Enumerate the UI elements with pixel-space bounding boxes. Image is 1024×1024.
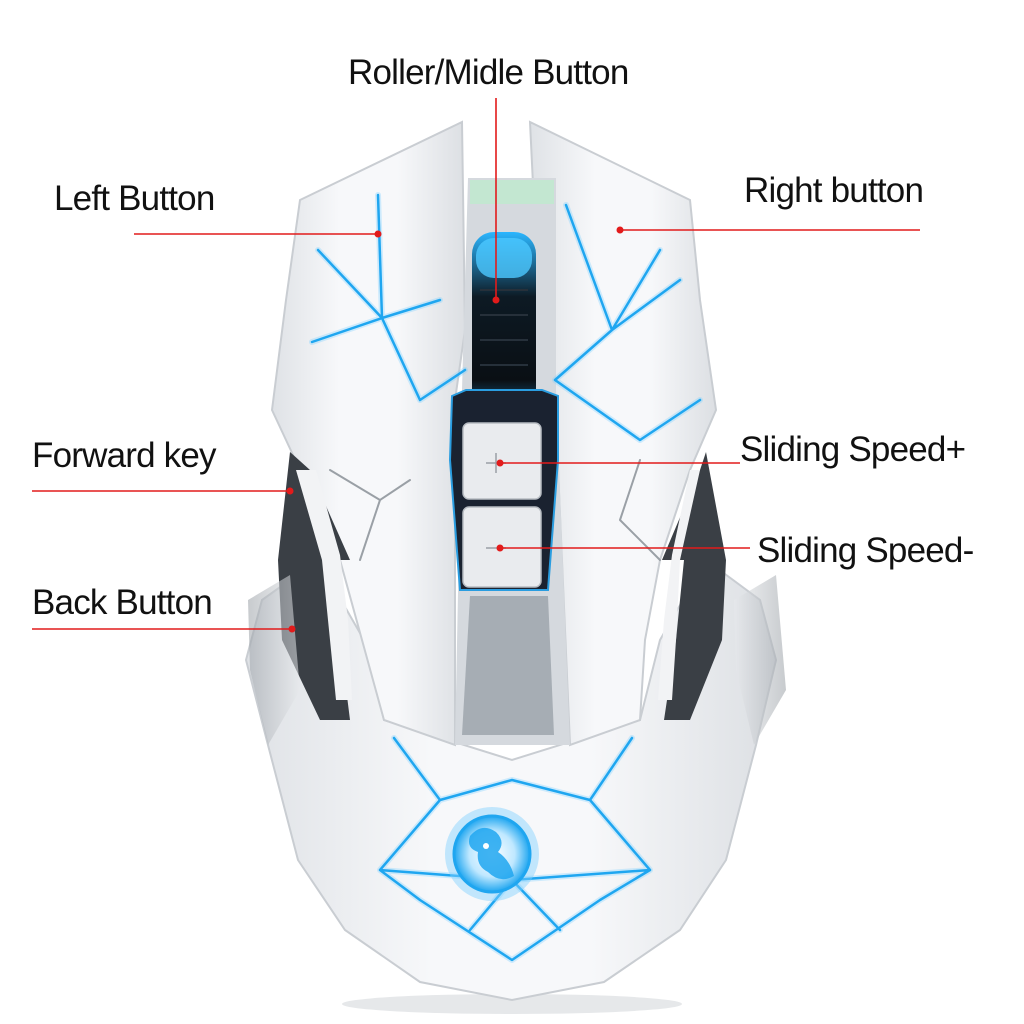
label-roller: Roller/Midle Button (348, 53, 629, 92)
callout-back-button: Back Button (32, 583, 296, 633)
callout-forward-key: Forward key (32, 436, 294, 495)
callout-roller: Roller/Midle Button (348, 53, 629, 304)
scroll-wheel[interactable] (472, 232, 536, 417)
callout-sliding-speed-minus: Sliding Speed- (496, 531, 974, 570)
label-sliding-speed-plus: Sliding Speed+ (740, 430, 965, 469)
left-grip (248, 575, 300, 745)
label-sliding-speed-minus: Sliding Speed- (757, 531, 974, 570)
mouse-shadow (342, 994, 682, 1014)
label-forward-key: Forward key (32, 436, 217, 475)
callout-sliding-speed-plus: Sliding Speed+ (496, 430, 966, 469)
label-back-button: Back Button (32, 583, 212, 622)
label-right-button: Right button (744, 171, 923, 210)
mouse-illustration (244, 120, 786, 1014)
callout-right-button: Right button (616, 171, 924, 234)
right-side-opening (662, 452, 726, 720)
crack-pattern (309, 192, 703, 963)
scorpion-logo (445, 807, 539, 901)
left-button-shell[interactable] (270, 120, 467, 747)
label-left-button: Left Button (54, 179, 215, 218)
callout-left-button: Left Button (54, 179, 382, 238)
right-grip (734, 575, 786, 745)
